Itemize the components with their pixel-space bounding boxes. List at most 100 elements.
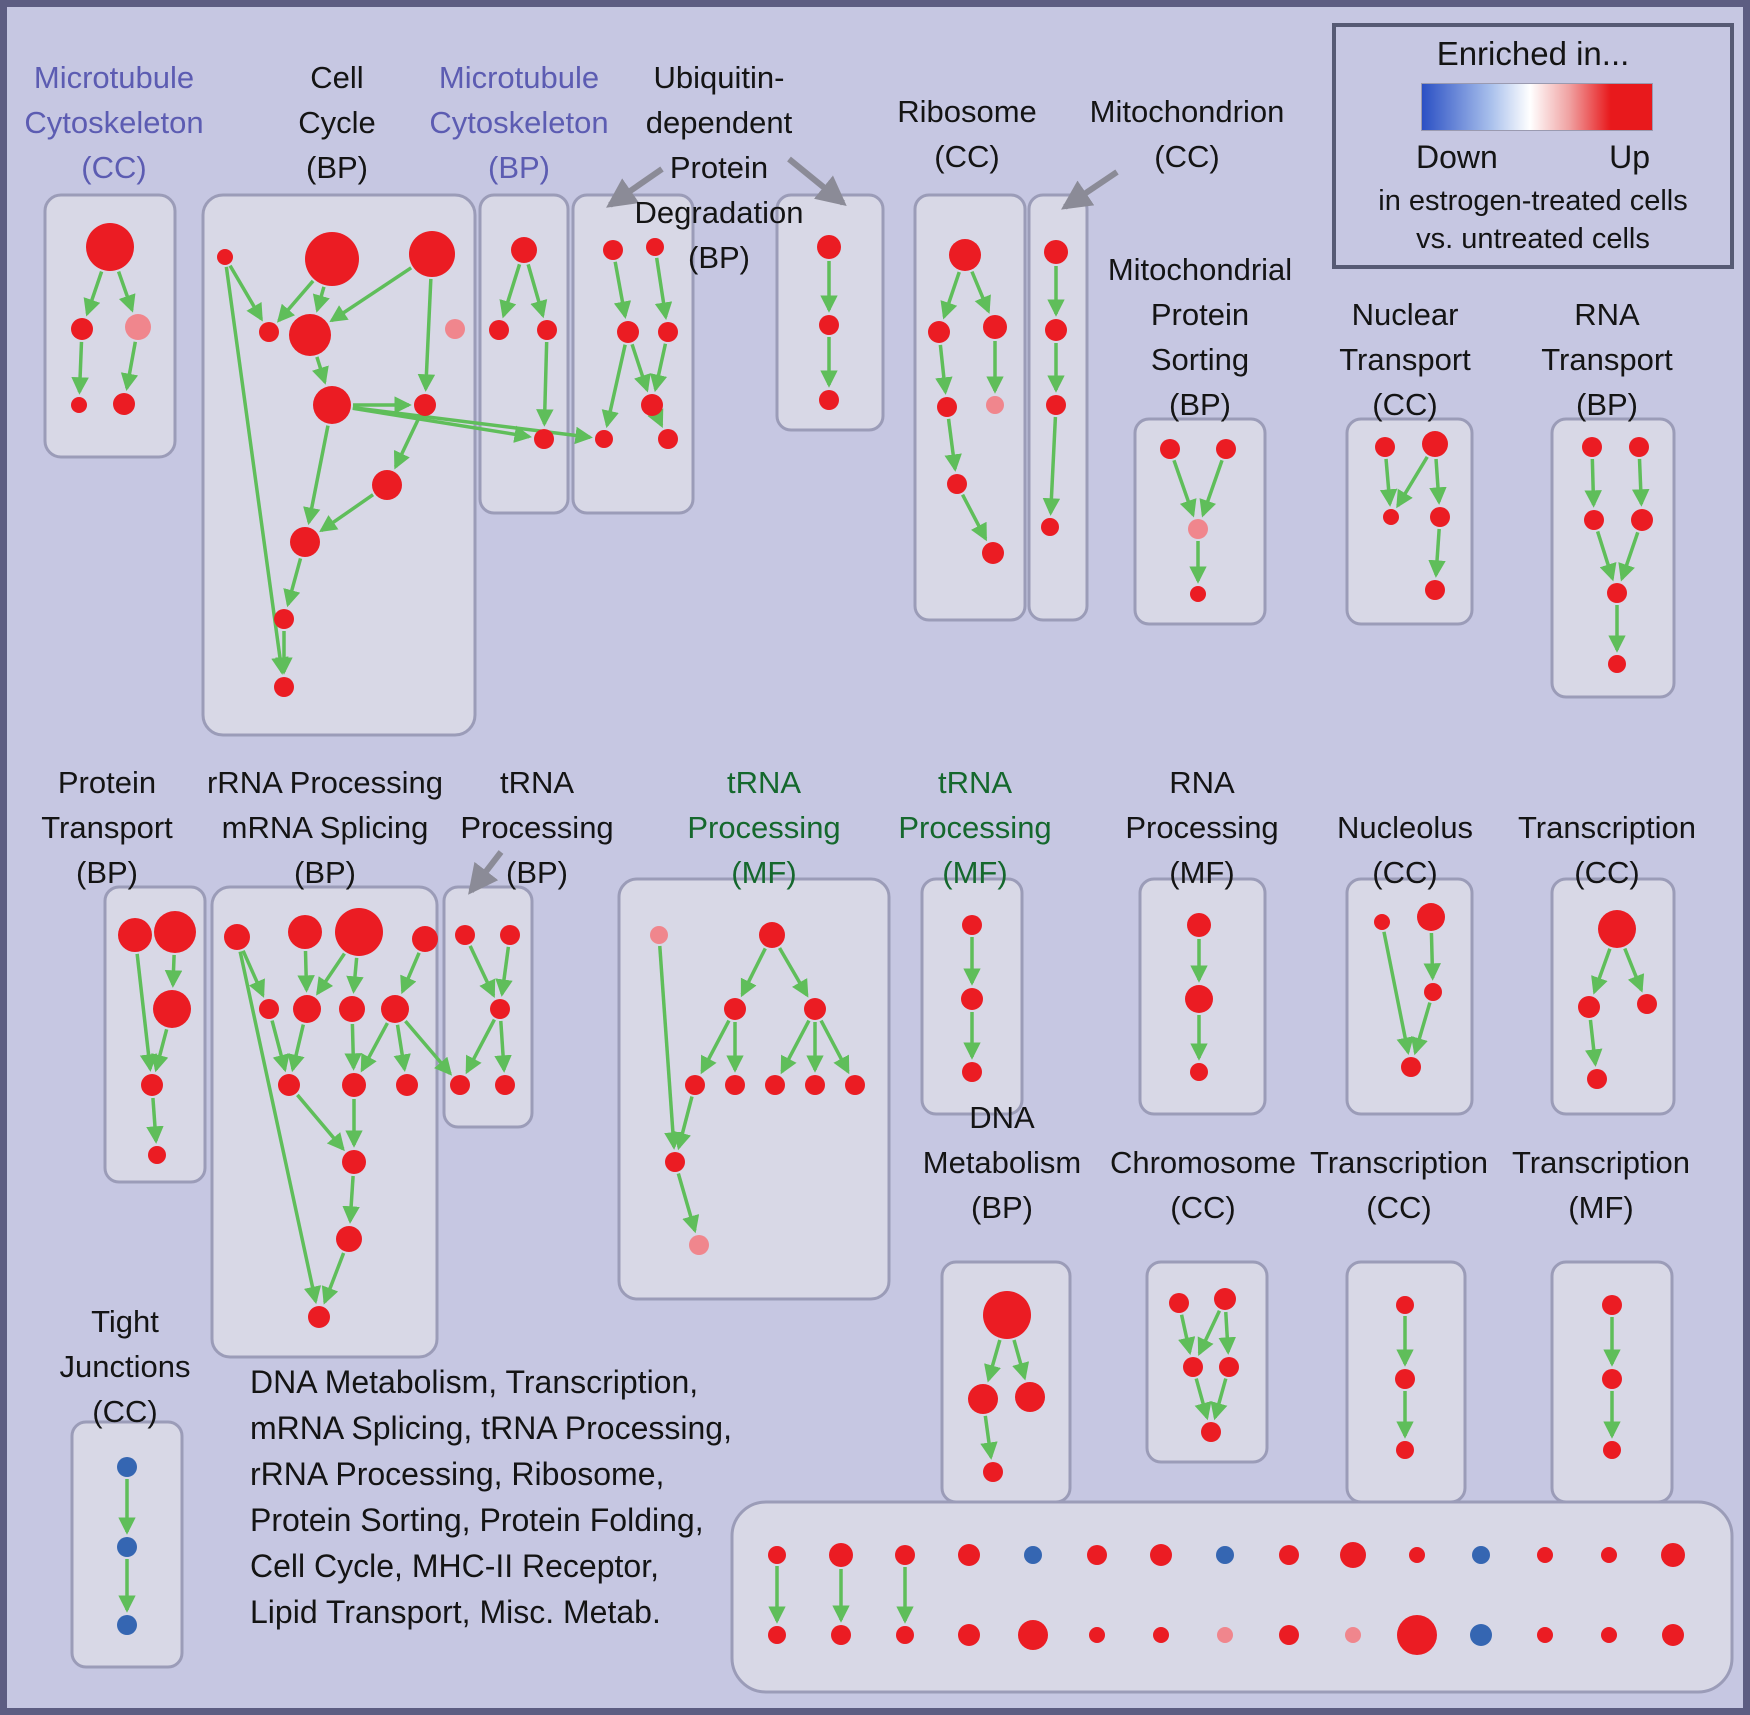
rna-transport-bp-node-1	[1629, 437, 1649, 457]
misc-cluster-label: DNA Metabolism, Transcription, mRNA Spli…	[250, 1359, 732, 1635]
rrna-processing-mrna-splicing-bp-node-0	[224, 924, 250, 950]
edge-arrow	[935, 344, 953, 395]
edge-arrow	[228, 264, 263, 322]
ubiquitin-degradation-bp-2-node-2	[819, 390, 839, 410]
legend-caption-line2: vs. untreated cells	[1416, 223, 1650, 255]
edge-arrow	[135, 953, 158, 1072]
legend-title: Enriched in...	[1436, 35, 1630, 72]
misc-cluster-node-19	[1018, 1620, 1048, 1650]
cell-cycle-bp-node-8	[372, 470, 402, 500]
edge-arrow	[1194, 1378, 1212, 1421]
ubiquitin-degradation-bp-2-node-0	[817, 235, 841, 259]
edge-arrow	[980, 1415, 998, 1460]
transcription-cc-2-node-1	[1395, 1369, 1415, 1389]
cell-cycle-bp-node-7	[414, 394, 436, 416]
edge-arrow	[241, 949, 265, 998]
rna-processing-mf-node-1	[1185, 985, 1213, 1013]
rna-transport-bp-node-5	[1608, 655, 1626, 673]
edge-arrow	[287, 1024, 306, 1073]
edge-arrow	[297, 950, 315, 993]
rrna-processing-mrna-splicing-bp-node-10	[396, 1074, 418, 1096]
mitochondrial-protein-sorting-bp-node-2	[1188, 519, 1208, 539]
edge-arrow	[151, 1028, 169, 1073]
tight-junctions-cc-node-2	[117, 1615, 137, 1635]
edge-arrow	[71, 341, 89, 395]
cell-cycle-bp-node-10	[274, 609, 294, 629]
ubiquitin-degradation-bp-node-6	[658, 429, 678, 449]
edge-arrow	[613, 261, 632, 320]
misc-cluster-node-0	[768, 1546, 786, 1564]
edge-arrow	[1199, 459, 1224, 518]
nuclear-transport-cc-node-3	[1430, 507, 1450, 527]
edge-arrow	[146, 1097, 164, 1144]
misc-text-line: Cell Cycle, MHC-II Receptor,	[250, 1548, 659, 1584]
microtubule-cytoskeleton-bp-node-1	[489, 320, 509, 340]
edge-arrow	[83, 271, 104, 317]
rrna-processing-mrna-splicing-bp-node-3	[412, 926, 438, 952]
edge-arrow	[404, 1020, 453, 1076]
misc-cluster-node-8	[1279, 1545, 1299, 1565]
mitochondrion-cc-node-1	[1045, 319, 1067, 341]
edge-arrow	[944, 418, 962, 472]
trna-processing-mf-small-node-2	[962, 1062, 982, 1082]
edge-arrow	[393, 1024, 411, 1072]
misc-cluster-node-3	[958, 1544, 980, 1566]
dna-metabolism-bp-node-3	[983, 1462, 1003, 1482]
misc-cluster-node-15	[768, 1626, 786, 1644]
protein-transport-bp-node-3	[141, 1074, 163, 1096]
trna-processing-mf-large-box	[617, 877, 891, 1301]
trna-processing-mf-large-node-5	[725, 1075, 745, 1095]
edge-arrow	[312, 356, 329, 385]
microtubule-cytoskeleton-cc-node-2	[125, 314, 151, 340]
edge-arrow	[116, 270, 136, 313]
dna-metabolism-bp-node-2	[1015, 1382, 1045, 1412]
edge-arrow	[960, 493, 988, 542]
trna-processing-mf-small-node-1	[961, 988, 983, 1010]
transcription-cc-1-node-1	[1578, 996, 1600, 1018]
rna-transport-bp-box	[1550, 417, 1676, 699]
ribosome-cc-node-4	[986, 396, 1004, 414]
misc-cluster-node-21	[1153, 1627, 1169, 1643]
legend-caption-line1: in estrogen-treated cells	[1378, 185, 1688, 217]
edge-arrow	[536, 341, 554, 427]
misc-cluster-node-27	[1537, 1627, 1553, 1643]
cell-cycle-bp-node-6	[313, 386, 351, 424]
edge-arrow	[1623, 947, 1645, 993]
edge-arrow	[319, 493, 375, 533]
edge-arrow	[819, 1019, 850, 1075]
rna-transport-bp-node-2	[1584, 510, 1604, 530]
label-pointer-arrow	[1061, 169, 1119, 210]
edge-arrow	[1172, 459, 1197, 518]
diagram-canvas	[43, 156, 1734, 1694]
chromosome-cc-node-4	[1201, 1422, 1221, 1442]
rrna-processing-mrna-splicing-bp-node-7	[381, 995, 409, 1023]
tight-junctions-cc-node-0	[117, 1457, 137, 1477]
edge-arrow	[1396, 455, 1429, 509]
edge-arrow	[494, 1020, 512, 1073]
tight-junctions-cc-node-1	[117, 1537, 137, 1557]
misc-cluster-box	[730, 1500, 1734, 1694]
transcription-mf-node-2	[1603, 1441, 1621, 1459]
transcription-cc-2-node-0	[1396, 1296, 1414, 1314]
rrna-processing-mrna-splicing-bp-node-2	[335, 908, 383, 956]
misc-cluster-node-16	[831, 1625, 851, 1645]
edge-arrow	[1012, 1339, 1030, 1381]
ribosome-cc-node-0	[949, 239, 981, 271]
trna-processing-mf-large-node-3	[804, 998, 826, 1020]
chromosome-cc-node-2	[1183, 1357, 1203, 1377]
misc-cluster-node-14	[1661, 1543, 1685, 1567]
misc-cluster-node-23	[1279, 1625, 1299, 1645]
edge-arrow	[1429, 458, 1447, 505]
rna-processing-mf-node-0	[1187, 913, 1211, 937]
misc-cluster-node-13	[1601, 1547, 1617, 1563]
label-pointer-arrow	[468, 850, 504, 895]
edge-arrow	[495, 946, 513, 997]
misc-cluster-node-12	[1537, 1547, 1553, 1563]
misc-cluster-node-2	[895, 1545, 915, 1565]
rrna-processing-mrna-splicing-bp-node-8	[278, 1074, 300, 1096]
trna-processing-mf-small-node-0	[962, 915, 982, 935]
chromosome-cc-node-0	[1169, 1293, 1189, 1313]
edge-arrow	[417, 278, 436, 392]
misc-cluster-node-28	[1601, 1627, 1617, 1643]
